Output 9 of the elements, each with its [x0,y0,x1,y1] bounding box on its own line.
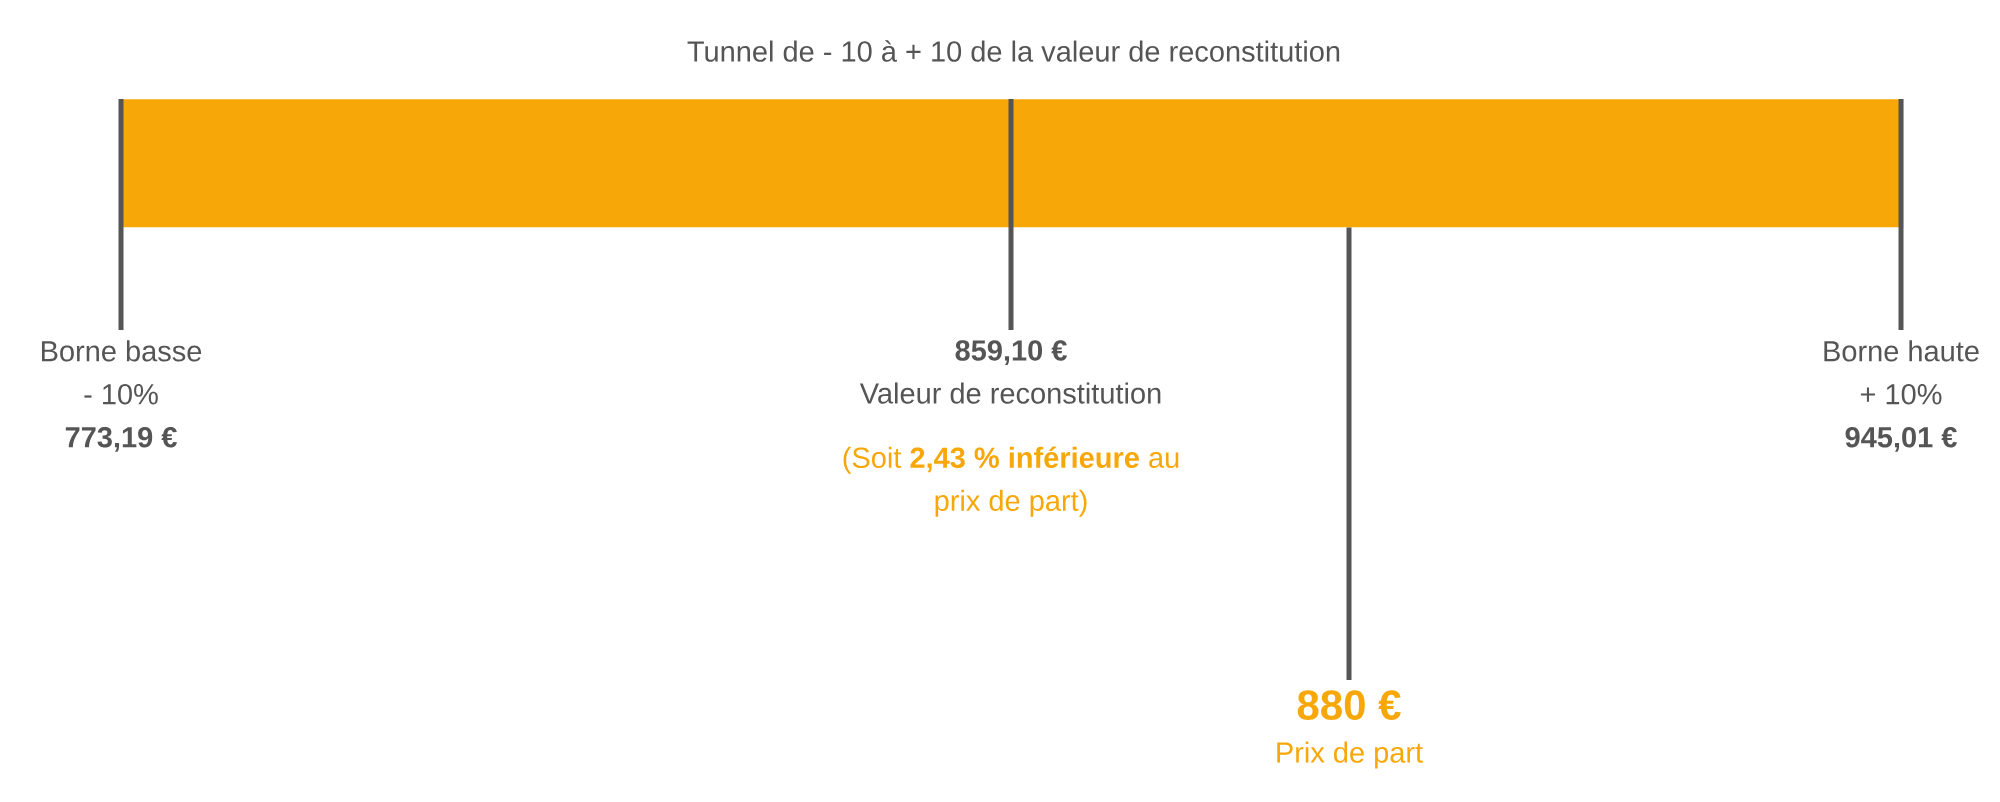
tick-line [1008,99,1014,330]
marker-line [1346,227,1352,680]
tick-line [118,99,124,330]
value-label: Borne haute + 10% 945,01 € [1824,340,1979,452]
tick-line [1898,99,1904,330]
price-label: 880 € Prix de part [1277,690,1423,769]
title: Tunnel de - 10 à + 10 de la valeur de reconstitution [687,40,1340,62]
value-label: 859,10 € Valeur de reconstitution (Soit 2,43 % inférieure au prix de part) [843,340,1179,517]
value-label: Borne basse - 10% 773,19 € [42,340,202,452]
